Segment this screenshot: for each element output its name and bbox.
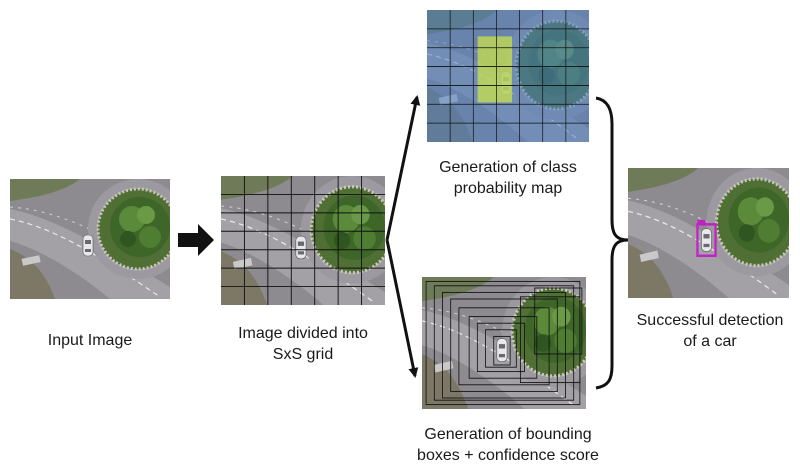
bounding-box bbox=[468, 316, 538, 379]
class-probability-map-image bbox=[427, 10, 589, 142]
caption-detection-line2: of a car bbox=[683, 333, 737, 350]
detection-label-tab bbox=[697, 220, 706, 225]
caption-boxes-line2: boxes + confidence score bbox=[417, 447, 599, 464]
arrow-to-bounding-boxes bbox=[385, 239, 419, 378]
detection-result-image bbox=[628, 168, 789, 298]
caption-detection: Successful detection of a car bbox=[612, 310, 800, 352]
bounding-box bbox=[534, 287, 583, 355]
class-map-grid-overlay bbox=[427, 10, 589, 142]
detection-box bbox=[696, 223, 717, 257]
block-arrow-right bbox=[178, 224, 214, 256]
bounding-box bbox=[442, 291, 566, 399]
bounding-box bbox=[476, 322, 525, 373]
bounding-box bbox=[519, 296, 581, 384]
caption-grid-line1: Image divided into bbox=[238, 325, 368, 342]
caption-class-map: Generation of class probability map bbox=[408, 157, 608, 199]
candidate-bounding-boxes bbox=[425, 280, 583, 406]
caption-boxes-line1: Generation of bounding bbox=[424, 426, 592, 443]
bounding-box bbox=[450, 298, 558, 392]
bounding-box bbox=[458, 307, 550, 386]
caption-classmap-line2: probability map bbox=[453, 180, 563, 197]
grid-image bbox=[221, 176, 385, 305]
sxs-grid-overlay bbox=[221, 176, 385, 305]
bounding-boxes-image bbox=[422, 277, 586, 409]
caption-bounding-boxes: Generation of bounding boxes + confidenc… bbox=[388, 424, 628, 466]
merge-brace bbox=[595, 96, 629, 390]
bounding-box bbox=[433, 285, 575, 401]
caption-detection-line1: Successful detection bbox=[636, 312, 784, 329]
caption-input-line1: Input Image bbox=[47, 332, 133, 349]
caption-grid-image: Image divided into SxS grid bbox=[203, 323, 403, 365]
arrow-to-class-map bbox=[385, 95, 421, 241]
caption-grid-line2: SxS grid bbox=[272, 346, 334, 363]
caption-input-image: Input Image bbox=[10, 330, 170, 351]
bounding-box bbox=[493, 335, 511, 366]
caption-classmap-line1: Generation of class bbox=[439, 159, 577, 176]
bounding-box bbox=[485, 329, 517, 368]
